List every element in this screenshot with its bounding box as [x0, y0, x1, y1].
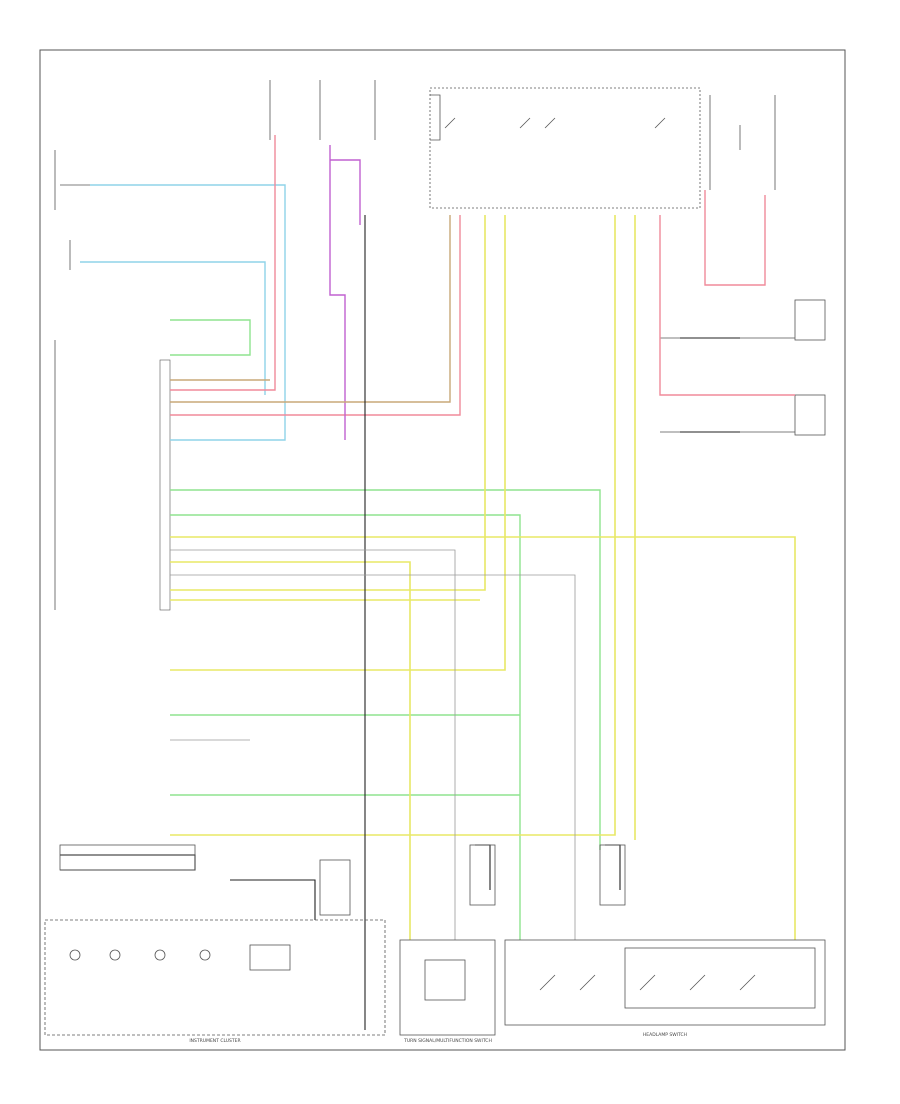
wire-gray — [170, 549, 576, 940]
instrument-cluster-box — [44, 919, 386, 1036]
turn-signal-switch-label: TURN SIGNAL/MULTIFUNCTION SWITCH — [403, 1038, 492, 1044]
wire-tan — [170, 215, 451, 403]
left-switches — [54, 150, 90, 610]
wire-pink — [170, 135, 795, 416]
diagram-frame — [39, 49, 846, 1051]
wire-black — [60, 215, 740, 1030]
headlamp-switch-label: HEADLAMP SWITCH — [643, 1032, 687, 1038]
right-lamp-assemblies — [660, 299, 826, 436]
wire-light-blue — [80, 184, 286, 441]
headlamp-switch-box — [504, 939, 826, 1026]
connector-pin-column — [159, 359, 171, 611]
wire-yellow — [170, 215, 796, 940]
turn-signal-switch-box — [399, 939, 496, 1036]
wire-violet — [329, 145, 361, 440]
instrument-cluster-label: INSTRUMENT CLUSTER — [189, 1038, 240, 1044]
wire-green — [170, 319, 601, 940]
relay-symbols — [59, 844, 626, 916]
top-fuse-block — [269, 80, 776, 209]
